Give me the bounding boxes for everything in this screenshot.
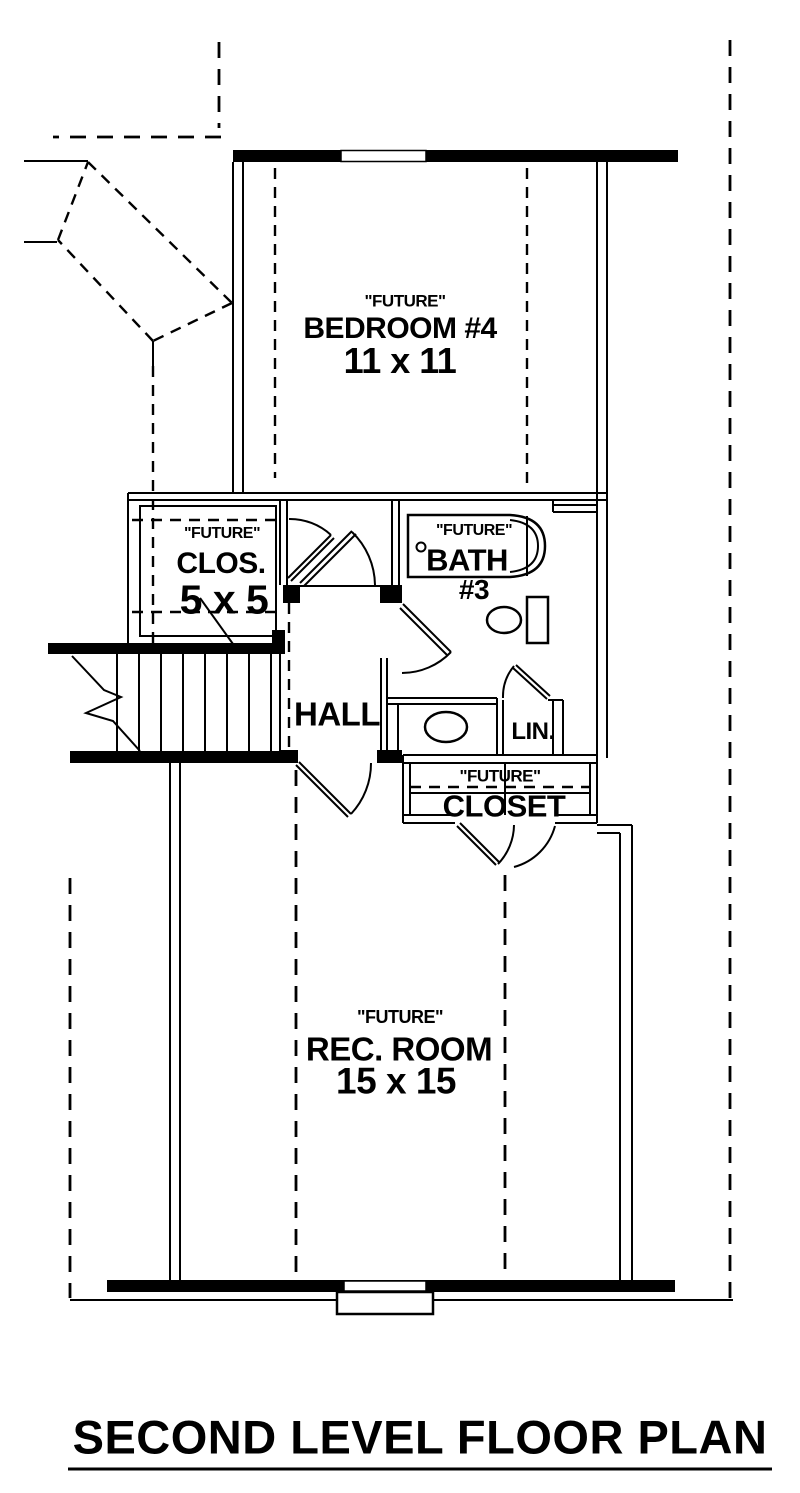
hall-rec-door [295,761,373,818]
toilet [485,595,550,645]
hall-name: HALL [294,695,380,733]
bedroom-name: BEDROOM #4 [303,312,497,345]
future-closet-name: CLOSET [442,788,566,824]
bottom-exterior-wall [70,1280,733,1316]
staircase [48,643,297,763]
closet5-size: 5 x 5 [179,576,269,623]
vanity-sink [387,697,498,755]
roof-boundary-dashed [53,40,732,1298]
top-exterior-wall [233,149,678,163]
closet-5x5 [127,493,288,645]
linen-closet [501,664,564,755]
closet-doors [456,822,556,868]
bedroom-qualifier: "FUTURE" [364,291,446,311]
tub-drain [415,541,427,553]
hall-doors [287,517,452,674]
linen-name: LIN. [511,718,555,745]
future-closet-walls [402,754,632,834]
bedroom-size: 11 x 11 [343,340,457,381]
bathtub [406,513,547,579]
rec-room-name: REC. ROOM [305,1030,493,1068]
bedroom-walls [128,162,608,512]
closet5-name: CLOS. [176,547,266,580]
plan-title: SECOND LEVEL FLOOR PLAN [72,1410,768,1464]
rec-room-size: 15 x 15 [336,1060,456,1102]
hall-walls [280,585,402,763]
closet5-qualifier: "FUTURE" [183,525,261,542]
stair-break-line [71,655,141,752]
dormer-roofline [24,160,233,643]
rec-room-qualifier: "FUTURE" [356,1007,444,1027]
bath-name: BATH [426,542,508,578]
future-closet-qualifier: "FUTURE" [459,766,541,786]
bottom-bay-box [335,1290,435,1316]
bath-qualifier: "FUTURE" [435,522,513,539]
rec-room-walls [169,763,633,1281]
bath-number: #3 [458,574,490,605]
